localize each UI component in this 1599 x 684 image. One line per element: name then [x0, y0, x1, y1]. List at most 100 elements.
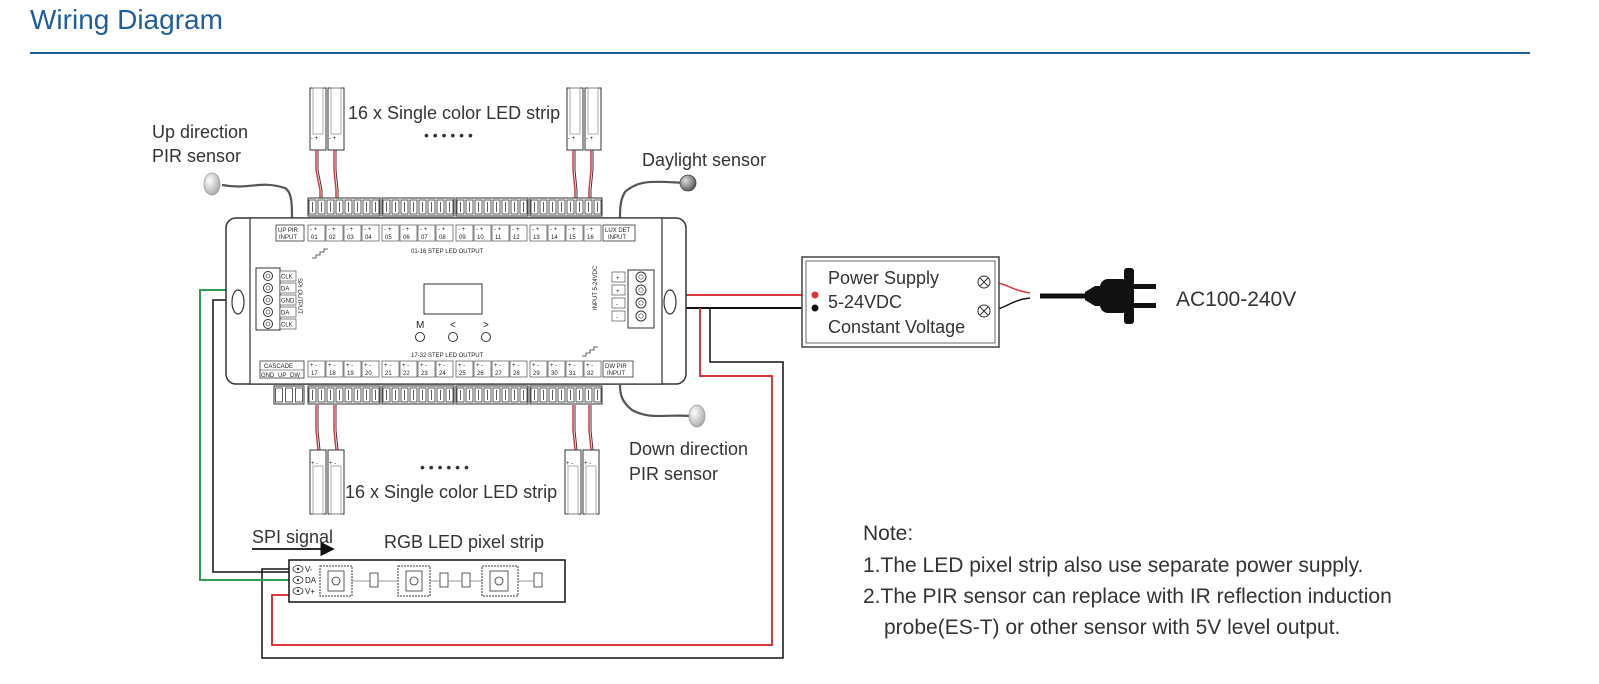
up-pir-sensor-icon [203, 172, 221, 196]
dw-pir-input-label: INPUT [607, 371, 625, 377]
channel-label: 32 [587, 371, 594, 377]
channel-label: 27 [495, 371, 502, 377]
down-pir-cable [618, 384, 691, 418]
up-pir-label-line1: Up direction [152, 122, 248, 142]
channel-label: 09 [459, 235, 466, 241]
note-1: 1.The LED pixel strip also use separate … [863, 554, 1363, 577]
power-pin-label: - [616, 302, 618, 308]
notes: Note: 1.The LED pixel strip also use sep… [863, 522, 1392, 639]
strip-power-red [271, 308, 773, 646]
channel-label: 12 [513, 235, 520, 241]
channel-label: 14 [551, 235, 558, 241]
channel-polarity-label: + - [458, 363, 465, 369]
channel-label: 20 [365, 371, 372, 377]
bottom-led-strip-left-a [309, 405, 327, 515]
channel-polarity-label: + - [512, 363, 519, 369]
down-pir-label-line2: PIR sensor [629, 464, 718, 484]
power-input-connector: ++-- [611, 269, 655, 329]
channel-label: 21 [385, 371, 392, 377]
channel-polarity-label: + - [384, 363, 391, 369]
up-pir-label-line2: PIR sensor [152, 146, 241, 166]
channel-polarity-label: + - [438, 363, 445, 369]
channel-polarity-label: - + [310, 227, 318, 233]
rgb-strip-label: RGB LED pixel strip [384, 532, 544, 552]
cascade-up-label: UP [278, 373, 286, 379]
bottom-terminal-blocks [273, 385, 603, 405]
channel-polarity-label: - + [458, 227, 466, 233]
channel-polarity-label: - + [328, 227, 336, 233]
note-2-continued: probe(ES-T) or other sensor with 5V leve… [884, 616, 1340, 639]
daylight-sensor-icon [679, 174, 697, 192]
channel-label: 08 [439, 235, 446, 241]
bottom-strip-label: 16 x Single color LED strip [345, 482, 557, 502]
channel-label: 31 [569, 371, 576, 377]
strip-power-black [261, 308, 784, 659]
controller: - +01- +02- +03- +04- +05- +06- +07- +08… [225, 197, 687, 405]
bottom-led-strip-right-a [564, 405, 582, 515]
strip-pin-label: DA [305, 576, 317, 585]
channel-polarity-label: - + [346, 227, 354, 233]
spi-pin-label: GND [281, 299, 295, 305]
ac-voltage-label: AC100-240V [1176, 288, 1296, 311]
channel-label: 25 [459, 371, 466, 377]
psu-label-line2: 5-24VDC [828, 292, 902, 312]
channel-label: 22 [403, 371, 410, 377]
strip-polarity-label: + - [311, 461, 318, 467]
channel-polarity-label: + - [310, 363, 317, 369]
channel-label: 28 [513, 371, 520, 377]
strip-pin-label: V- [305, 565, 313, 574]
power-pin-label: + [616, 289, 620, 295]
channel-polarity-label: - + [568, 227, 576, 233]
channel-polarity-label: - + [438, 227, 446, 233]
down-pir-label-line1: Down direction [629, 439, 748, 459]
note-title: Note: [863, 522, 913, 545]
strip-polarity-label: + - [329, 461, 336, 467]
channel-label: 06 [403, 235, 410, 241]
spi-pin-label: CLK [281, 275, 293, 281]
channel-label: 24 [439, 371, 446, 377]
spi-pin-label: DA [281, 287, 289, 293]
channel-polarity-label: - + [402, 227, 410, 233]
top-channel-labels: - +01- +02- +03- +04- +05- +06- +07- +08… [307, 224, 602, 242]
channel-label: 17 [311, 371, 318, 377]
top-ellipsis: • • • • • • [424, 127, 473, 143]
rgb-pixel-strip: V- DA V+ [288, 559, 566, 603]
spi-pin-label: DA [281, 311, 289, 317]
m-button[interactable] [415, 332, 425, 342]
top-led-strip-left-a [309, 87, 327, 200]
strip-pin-label: V+ [305, 587, 315, 596]
power-pin-label: + [616, 276, 620, 282]
top-strip-label: 16 x Single color LED strip [348, 103, 560, 123]
lux-det-input-label: LUX DET [605, 228, 631, 234]
channel-polarity-label: + - [476, 363, 483, 369]
lux-det-input-label: INPUT [608, 235, 626, 241]
psu-negative-terminal [811, 304, 819, 312]
channel-polarity-label: - + [550, 227, 558, 233]
strip-polarity-label: + - [566, 461, 573, 467]
channel-label: 29 [533, 371, 540, 377]
daylight-sensor-label: Daylight sensor [642, 150, 766, 170]
lcd-display [423, 283, 483, 315]
header-rule [30, 52, 1530, 54]
cascade-dw-label: DW [290, 373, 300, 379]
bottom-output-label: 17-32 STEP LED OUTPUT [411, 353, 484, 359]
top-output-label: 01-16 STEP LED OUTPUT [411, 249, 484, 255]
channel-polarity-label: + - [586, 363, 593, 369]
right-button[interactable] [481, 332, 491, 342]
channel-label: 13 [533, 235, 540, 241]
channel-label: 05 [385, 235, 392, 241]
channel-label: 01 [311, 235, 318, 241]
bottom-led-strip-right-b [582, 405, 600, 515]
cascade-gnd-label: GND [261, 373, 275, 379]
top-led-strip-right-a [566, 87, 584, 200]
channel-polarity-label: + - [532, 363, 539, 369]
top-led-strip-right-b [584, 87, 602, 200]
resistor-icon [369, 572, 379, 588]
left-button[interactable] [448, 332, 458, 342]
psu-label-line1: Power Supply [828, 268, 939, 288]
down-pir-sensor-icon [688, 404, 706, 428]
channel-label: 04 [365, 235, 372, 241]
top-led-strips: - + - + - + - + [309, 87, 602, 200]
channel-polarity-label: - + [476, 227, 484, 233]
